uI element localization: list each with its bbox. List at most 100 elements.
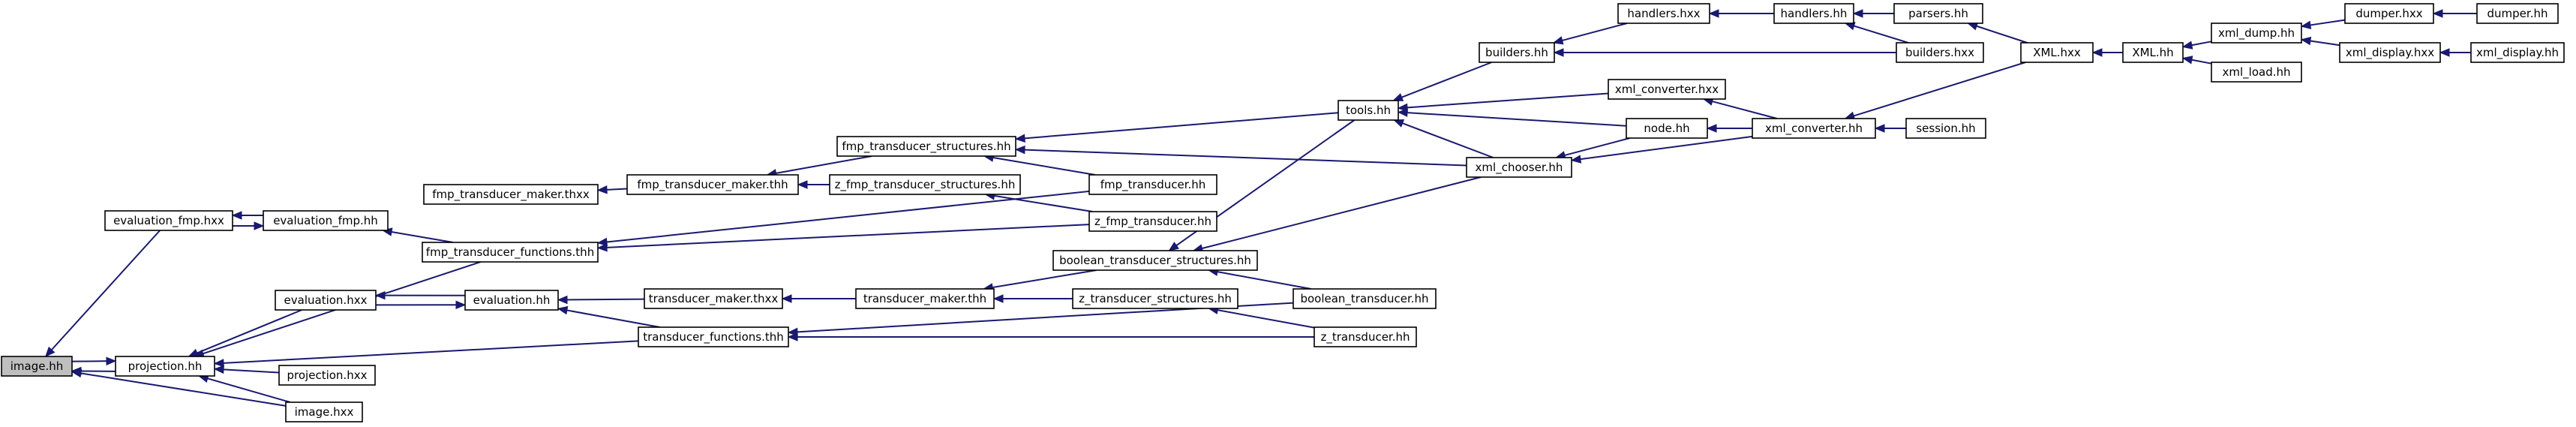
node-z-transducer-hh[interactable]: z_transducer.hh	[1314, 326, 1417, 347]
node-box	[829, 174, 1021, 195]
arrowhead-icon	[557, 295, 568, 305]
node-projection-hxx[interactable]: projection.hxx	[278, 365, 376, 386]
arrowhead-icon	[2091, 48, 2103, 57]
node-XML-hxx[interactable]: XML.hxx	[2020, 42, 2094, 63]
node-session-hh[interactable]: session.hh	[1905, 118, 1986, 139]
edge-xml_chooser_hh-to-boolean_transducer_structures_hh	[1192, 176, 1482, 253]
node-xml-display-hxx[interactable]: xml_display.hxx	[2339, 42, 2441, 63]
node-box	[1608, 79, 1726, 100]
arrowhead-icon	[596, 237, 608, 247]
node-label: projection.hxx	[287, 368, 368, 382]
edge-line	[1854, 25, 1909, 44]
node-fmp-transducer-maker-thh[interactable]: fmp_transducer_maker.thh	[626, 174, 799, 195]
edge-z_fmp_transducer_structures_hh-to-fmp_transducer_maker_thh	[797, 180, 830, 189]
arrowhead-icon	[1393, 119, 1405, 128]
edge-dumper_hh-to-dumper_hxx	[2432, 9, 2477, 18]
node-box	[2344, 3, 2434, 24]
edge-line	[2191, 41, 2212, 47]
node-fmp-transducer-hh[interactable]: fmp_transducer.hh	[1088, 174, 1217, 195]
node-box	[115, 356, 215, 377]
edge-xml_converter_hxx-to-tools_hh	[1397, 92, 1609, 113]
edge-line	[391, 231, 454, 243]
node-z-transducer-structures-hh[interactable]: z_transducer_structures.hh	[1072, 288, 1238, 309]
edge-z_transducer_structures_hh-to-transducer_maker_thh	[992, 294, 1073, 303]
edge-xml_chooser_hh-to-fmp_transducer_structures_hh	[1014, 145, 1467, 167]
edge-tools_hh-to-fmp_transducer_structures_hh	[1014, 112, 1339, 143]
arrowhead-icon	[2300, 20, 2312, 30]
arrowhead-icon	[213, 359, 224, 368]
node-image-hxx[interactable]: image.hxx	[285, 401, 363, 422]
edge-session_hh-to-xml_converter_hh	[1874, 124, 1906, 133]
node-evaluation-fmp-hxx[interactable]: evaluation_fmp.hxx	[104, 210, 233, 231]
node-node-hh[interactable]: node.hh	[1626, 118, 1708, 139]
node-evaluation-fmp-hh[interactable]: evaluation_fmp.hh	[263, 210, 389, 231]
edge-line	[223, 340, 639, 364]
edge-node_hh-to-tools_hh	[1397, 108, 1627, 127]
node-projection-hh[interactable]: projection.hh	[115, 356, 215, 377]
node-z-fmp-transducer-structures-hh[interactable]: z_fmp_transducer_structures.hh	[829, 174, 1021, 195]
edge-line	[992, 269, 1097, 289]
node-xml-converter-hh[interactable]: xml_converter.hh	[1752, 118, 1876, 139]
edge-boolean_transducer_hh-to-boolean_transducer_structures_hh	[1207, 267, 1312, 290]
edge-evaluation_fmp_hxx-to-image_hh	[44, 230, 161, 357]
node-evaluation-hh[interactable]: evaluation.hh	[464, 290, 559, 311]
node-label: projection.hh	[128, 359, 203, 373]
node-xml-chooser-hh[interactable]: xml_chooser.hh	[1466, 157, 1572, 178]
node-xml-converter-hxx[interactable]: xml_converter.hxx	[1608, 79, 1726, 100]
node-label: parsers.hh	[1908, 7, 1968, 20]
arrowhead-icon	[2432, 9, 2443, 18]
node-XML-hh[interactable]: XML.hh	[2122, 42, 2184, 63]
edge-line	[776, 155, 872, 174]
node-box	[1314, 326, 1417, 347]
node-box	[1072, 288, 1238, 309]
node-handlers-hxx[interactable]: handlers.hxx	[1617, 3, 1710, 24]
node-layer: image.hh projection.hh projection.hxx image…	[1, 3, 2565, 422]
node-transducer-functions-thh[interactable]: transducer_functions.thh	[638, 326, 789, 347]
edge-XML_hxx-to-parsers_hh	[1967, 22, 2028, 44]
node-boolean-transducer-structures-hh[interactable]: boolean_transducer_structures.hh	[1052, 250, 1258, 271]
node-label: evaluation.hxx	[284, 293, 368, 307]
node-tools-hh[interactable]: tools.hh	[1338, 100, 1399, 121]
edge-z_fmp_transducer_hh-to-fmp_transducer_functions_thh	[596, 224, 1090, 252]
node-xml-dump-hh[interactable]: xml_dump.hh	[2211, 23, 2302, 44]
node-fmp-transducer-structures-hh[interactable]: fmp_transducer_structures.hh	[836, 136, 1016, 157]
node-boolean-transducer-hh[interactable]: boolean_transducer.hh	[1293, 288, 1437, 309]
node-label: XML.hxx	[2033, 46, 2081, 59]
node-builders-hxx[interactable]: builders.hxx	[1896, 42, 1984, 63]
edge-xml_converter_hh-to-xml_chooser_hh	[1570, 135, 1753, 164]
node-builders-hh[interactable]: builders.hh	[1479, 42, 1555, 63]
edge-image_hh-to-projection_hh	[71, 356, 117, 365]
node-z-fmp-transducer-hh[interactable]: z_fmp_transducer.hh	[1088, 211, 1217, 232]
node-dumper-hxx[interactable]: dumper.hxx	[2344, 3, 2434, 24]
node-box	[1293, 288, 1437, 309]
edge-line	[994, 194, 1093, 212]
arrowhead-icon	[231, 211, 242, 220]
edge-xml_dump_hh-to-XML_hh	[2181, 41, 2212, 50]
edge-image_hxx-to-projection_hh	[197, 374, 291, 403]
node-fmp-transducer-functions-thh[interactable]: fmp_transducer_functions.thh	[422, 242, 599, 263]
edge-line	[207, 377, 291, 403]
node-box	[644, 288, 783, 309]
node-evaluation-hxx[interactable]: evaluation.hxx	[275, 290, 377, 311]
edge-XML_hh-to-XML_hxx	[2091, 48, 2123, 57]
node-label: fmp_transducer_structures.hh	[842, 140, 1010, 154]
node-label: transducer_maker.thxx	[649, 292, 779, 306]
edge-line	[1580, 135, 1753, 161]
node-xml-load-hh[interactable]: xml_load.hh	[2211, 62, 2302, 83]
node-xml-display-hh[interactable]: xml_display.hh	[2470, 42, 2565, 63]
edge-evaluation_hxx-to-projection_hh	[188, 309, 302, 357]
node-parsers-hh[interactable]: parsers.hh	[1893, 3, 1983, 24]
node-transducer-maker-thh[interactable]: transducer_maker.thh	[855, 288, 995, 309]
node-fmp-transducer-maker-thxx[interactable]: fmp_transducer_maker.thxx	[423, 184, 599, 205]
edge-line	[1401, 62, 1492, 98]
node-label: xml_display.hh	[2476, 46, 2559, 60]
node-image-hh[interactable]: image.hh	[1, 356, 73, 377]
node-handlers-hh[interactable]: handlers.hh	[1773, 3, 1854, 24]
node-label: xml_chooser.hh	[1476, 161, 1563, 175]
node-dumper-hh[interactable]: dumper.hh	[2476, 3, 2559, 24]
edge-line	[2191, 59, 2212, 65]
edge-line	[606, 224, 1090, 248]
node-transducer-maker-thxx[interactable]: transducer_maker.thxx	[644, 288, 783, 309]
edge-fmp_transducer_functions_thh-to-evaluation_fmp_hh	[381, 227, 454, 243]
node-box	[1466, 157, 1572, 178]
